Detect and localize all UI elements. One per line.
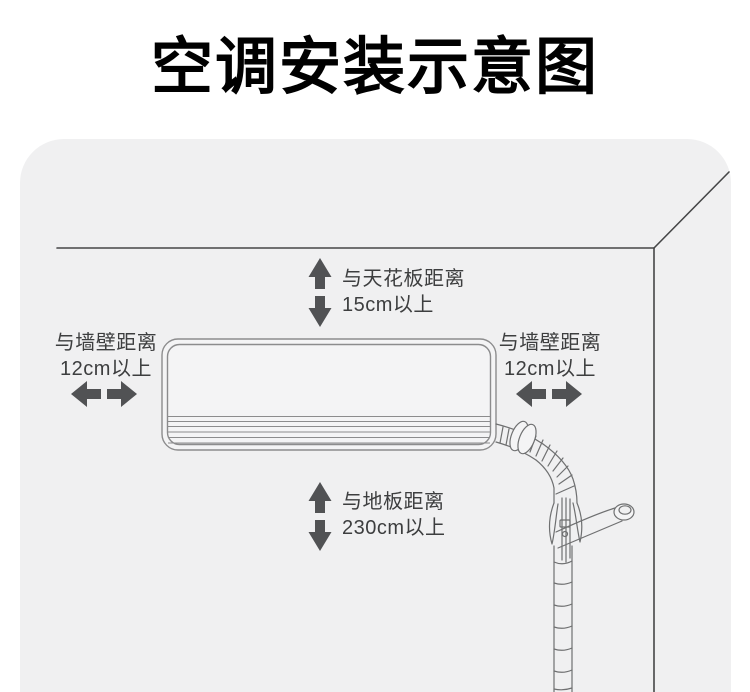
room-corner-lines (56, 171, 730, 692)
floor-clearance-label: 与地板距离 230cm以上 (342, 489, 446, 541)
left-wall-clearance-label: 与墙壁距离 12cm以上 (38, 330, 174, 382)
right-wall-distance-arrow-icon (516, 381, 582, 407)
ceiling-clearance-label: 与天花板距离 15cm以上 (342, 266, 465, 318)
floor-clearance-text: 与地板距离 (342, 491, 445, 513)
ceiling-distance-arrow-icon (308, 258, 332, 327)
left-wall-clearance-value: 12cm以上 (60, 358, 152, 380)
floor-clearance-value: 230cm以上 (342, 517, 446, 539)
refrigerant-pipe (495, 420, 635, 692)
right-wall-clearance-label: 与墙壁距离 12cm以上 (482, 330, 618, 382)
left-wall-clearance-text: 与墙壁距离 (54, 332, 158, 354)
page-title: 空调安装示意图 (150, 33, 599, 102)
left-wall-distance-arrow-icon (71, 381, 137, 407)
ceiling-clearance-text: 与天花板距离 (342, 268, 465, 290)
right-wall-clearance-text: 与墙壁距离 (498, 332, 602, 354)
ceiling-clearance-value: 15cm以上 (342, 294, 434, 316)
right-wall-clearance-value: 12cm以上 (504, 358, 596, 380)
floor-distance-arrow-icon (308, 482, 332, 551)
ac-indoor-unit (161, 338, 497, 451)
